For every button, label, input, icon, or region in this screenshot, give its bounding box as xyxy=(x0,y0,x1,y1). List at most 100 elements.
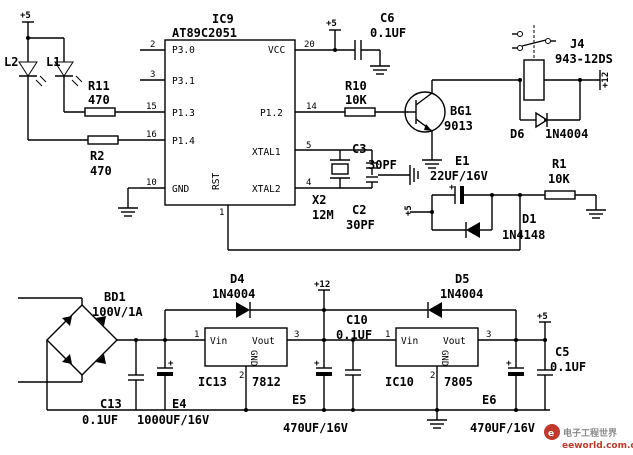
svg-text:eeworld.com.cn: eeworld.com.cn xyxy=(562,441,633,451)
capacitor-c6: +5 C6 0.1UF xyxy=(295,11,406,75)
svg-text:5: 5 xyxy=(306,141,311,151)
svg-text:BD1: BD1 xyxy=(104,290,126,304)
svg-text:3: 3 xyxy=(486,330,491,340)
svg-text:Vout: Vout xyxy=(443,336,466,347)
svg-text:R11: R11 xyxy=(88,79,110,93)
svg-text:470UF/16V: 470UF/16V xyxy=(470,421,535,435)
svg-text:1N4004: 1N4004 xyxy=(212,287,255,301)
svg-text:2: 2 xyxy=(239,371,244,381)
svg-text:C2: C2 xyxy=(352,203,366,217)
svg-text:14: 14 xyxy=(306,102,317,112)
ground-ic9 xyxy=(118,187,140,217)
svg-text:3: 3 xyxy=(294,330,299,340)
capacitor-c2: C2 30PF xyxy=(340,165,419,232)
svg-text:BG1: BG1 xyxy=(450,104,472,118)
resistor-r11: R11 470 xyxy=(64,79,165,117)
svg-text:1N4004: 1N4004 xyxy=(440,287,483,301)
svg-text:E4: E4 xyxy=(172,397,186,411)
svg-text:470: 470 xyxy=(90,164,112,178)
svg-text:+: + xyxy=(449,183,455,193)
ac-input xyxy=(18,297,83,383)
svg-text:P3.1: P3.1 xyxy=(172,76,195,87)
svg-text:E1: E1 xyxy=(455,154,469,168)
svg-text:L2: L2 xyxy=(4,55,18,69)
svg-text:IC9: IC9 xyxy=(212,12,234,26)
svg-text:XTAL1: XTAL1 xyxy=(252,147,281,158)
capacitor-c3: C3 30PF xyxy=(340,142,397,175)
svg-text:1N4004: 1N4004 xyxy=(545,127,588,141)
svg-text:+5: +5 xyxy=(537,312,548,322)
svg-text:C6: C6 xyxy=(380,11,394,25)
svg-text:3: 3 xyxy=(150,70,155,80)
svg-text:IC10: IC10 xyxy=(385,375,414,389)
svg-text:VCC: VCC xyxy=(268,45,285,56)
svg-text:+5: +5 xyxy=(404,205,414,216)
capacitor-c5: +5 C5 0.1UF xyxy=(516,312,586,410)
capacitor-e1: + E1 22UF/16V xyxy=(430,154,520,204)
capacitor-e4: + E4 1000UF/16V xyxy=(137,338,209,427)
transistor-bg1: BG1 9013 xyxy=(404,79,520,169)
svg-text:22UF/16V: 22UF/16V xyxy=(430,169,488,183)
svg-text:15: 15 xyxy=(146,102,157,112)
svg-text:GND: GND xyxy=(439,350,449,366)
diode-d4: D4 1N4004 xyxy=(212,272,255,318)
svg-text:+12: +12 xyxy=(314,280,330,290)
svg-text:Vin: Vin xyxy=(401,336,418,347)
diode-d5: D5 1N4004 xyxy=(427,272,483,318)
supply-top-rail: +12 xyxy=(164,280,517,340)
crystal-x2: X2 12M xyxy=(295,149,350,222)
svg-text:1: 1 xyxy=(385,330,390,340)
svg-text:470: 470 xyxy=(88,93,110,107)
svg-text:+: + xyxy=(168,359,174,369)
svg-text:10K: 10K xyxy=(345,93,367,107)
svg-text:+5: +5 xyxy=(326,19,337,29)
led-l2: L2 xyxy=(4,38,47,140)
svg-text:电子工程世界: 电子工程世界 xyxy=(563,427,617,439)
svg-text:0.1UF: 0.1UF xyxy=(370,26,406,40)
capacitor-c13: C13 0.1UF xyxy=(82,338,144,427)
svg-text:7805: 7805 xyxy=(444,375,473,389)
svg-text:20: 20 xyxy=(304,40,315,50)
svg-text:P1.3: P1.3 xyxy=(172,108,195,119)
svg-text:1000UF/16V: 1000UF/16V xyxy=(137,413,209,427)
svg-text:GND: GND xyxy=(172,184,189,195)
svg-text:1: 1 xyxy=(219,208,224,218)
svg-text:X2: X2 xyxy=(312,193,326,207)
svg-text:e: e xyxy=(548,429,554,439)
svg-text:P1.2: P1.2 xyxy=(260,108,283,119)
regulator-ic10: Vin Vout GND 1 3 2 IC10 7805 xyxy=(385,327,516,429)
svg-text:30PF: 30PF xyxy=(346,218,375,232)
svg-text:100V/1A: 100V/1A xyxy=(92,305,143,319)
svg-text:10: 10 xyxy=(146,178,157,188)
svg-text:Vout: Vout xyxy=(252,336,275,347)
svg-text:Vin: Vin xyxy=(210,336,227,347)
svg-text:+12: +12 xyxy=(601,72,611,88)
svg-text:C5: C5 xyxy=(555,345,569,359)
svg-text:D4: D4 xyxy=(230,272,244,286)
svg-text:D1: D1 xyxy=(522,212,536,226)
svg-text:943-12DS: 943-12DS xyxy=(555,52,613,66)
capacitor-e6: + E6 470UF/16V xyxy=(470,338,535,435)
svg-text:0.1UF: 0.1UF xyxy=(336,328,372,342)
svg-text:XTAL2: XTAL2 xyxy=(252,184,281,195)
svg-text:12M: 12M xyxy=(312,208,334,222)
reset-network: +5 xyxy=(228,194,521,251)
svg-text:7812: 7812 xyxy=(252,375,281,389)
svg-text:R1: R1 xyxy=(552,157,566,171)
resistor-r1: R1 10K xyxy=(518,157,606,219)
svg-text:9013: 9013 xyxy=(444,119,473,133)
svg-text:L1: L1 xyxy=(46,55,60,69)
svg-text:D5: D5 xyxy=(455,272,469,286)
svg-text:P3.0: P3.0 xyxy=(172,45,195,56)
watermark: e 电子工程世界 eeworld.com.cn xyxy=(544,424,633,451)
svg-text:16: 16 xyxy=(146,130,157,140)
svg-text:RST: RST xyxy=(211,173,222,190)
svg-text:30PF: 30PF xyxy=(368,158,397,172)
svg-text:R2: R2 xyxy=(90,149,104,163)
svg-text:1N4148: 1N4148 xyxy=(502,228,545,242)
svg-text:0.1UF: 0.1UF xyxy=(550,360,586,374)
svg-text:0.1UF: 0.1UF xyxy=(82,413,118,427)
svg-text:C3: C3 xyxy=(352,142,366,156)
svg-text:C13: C13 xyxy=(100,397,122,411)
